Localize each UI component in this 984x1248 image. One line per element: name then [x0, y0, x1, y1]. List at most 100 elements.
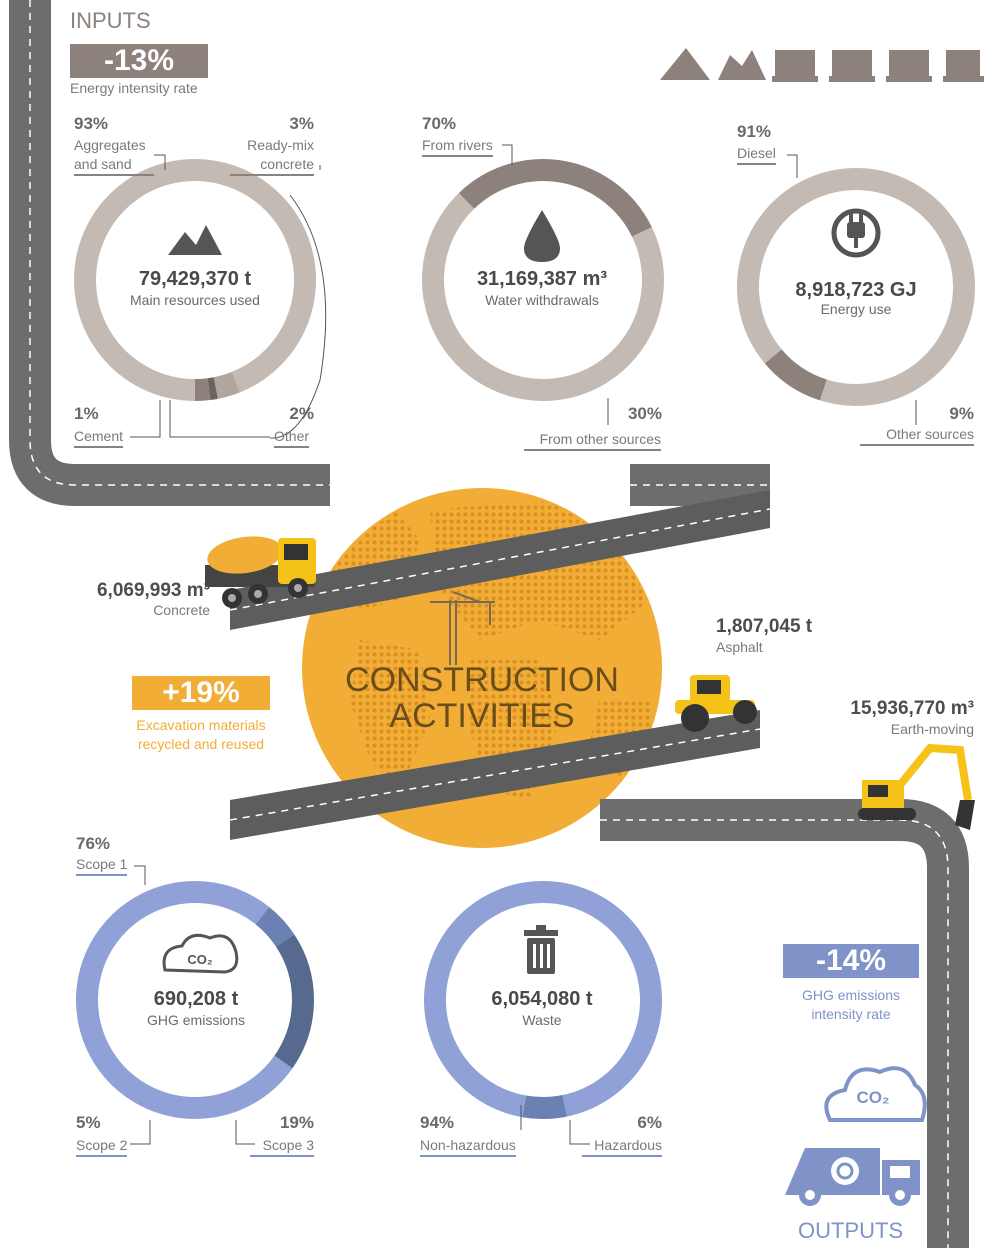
- water-value: 31,169,387 m³: [476, 268, 608, 290]
- recycling-truck-icon: [785, 1148, 920, 1206]
- hazardous-pct: 6%: [637, 1113, 662, 1132]
- water-label: Water withdrawals: [485, 292, 599, 308]
- donut-segment-from-other-sources: [458, 159, 652, 237]
- waste-label: Waste: [522, 1012, 562, 1028]
- concrete-label: Concrete: [153, 602, 210, 618]
- pallet-icon-2: [829, 50, 875, 82]
- donut-hole: [100, 185, 290, 375]
- outputs-heading: OUTPUTS: [798, 1218, 904, 1243]
- road-diagonal-upper: [229, 490, 771, 630]
- ghg-intensity-value: -14%: [783, 944, 919, 978]
- road-diagonal-lower: [229, 710, 761, 840]
- scope2-pct: 5%: [76, 1113, 101, 1132]
- leader-lines: [130, 144, 917, 1145]
- donut-waste: [424, 881, 662, 1119]
- resources-value: 79,429,370 t: [138, 268, 252, 290]
- donut-segment-scope-3: [274, 934, 314, 1069]
- co2-cloud-outline-icon: [824, 1066, 927, 1122]
- donut-segment-scope-1: [76, 881, 293, 1119]
- diesel-pct: 91%: [737, 122, 772, 141]
- donut-segment-ready-mix-concrete: [213, 371, 240, 399]
- scope1-pct: 76%: [76, 834, 111, 853]
- outputs-co2-text: CO₂: [856, 1088, 890, 1107]
- donut-segment-cement: [207, 377, 218, 401]
- cement-pct: 1%: [74, 404, 99, 423]
- scope2-label: Scope 2: [76, 1136, 128, 1157]
- plug-icon: [831, 208, 881, 258]
- pallet-icon-1: [772, 50, 818, 82]
- donut-segment-other-sources: [764, 349, 827, 401]
- asphalt-value: 1,807,045 t: [716, 616, 813, 637]
- inputs-heading: INPUTS: [70, 8, 151, 33]
- scope1-label: Scope 1: [76, 855, 128, 876]
- ready-mix-label: Ready-mix concrete: [230, 136, 314, 176]
- water-drop-icon: [524, 210, 560, 262]
- aggregates-pct: 93%: [74, 114, 109, 133]
- other-pct: 2%: [289, 404, 314, 423]
- construction-title: CONSTRUCTION ACTIVITIES: [332, 662, 632, 734]
- scope3-label: Scope 3: [250, 1136, 314, 1157]
- other-water-label: From other sources: [524, 430, 661, 451]
- mountain-icon: [168, 225, 222, 255]
- energy-label: Energy use: [820, 301, 892, 317]
- energy-intensity-label: Energy intensity rate: [70, 80, 198, 96]
- other-label: Other: [274, 427, 310, 448]
- rivers-label: From rivers: [422, 136, 493, 157]
- ready-mix-pct: 3%: [289, 114, 314, 133]
- crane-icon: [430, 591, 495, 665]
- donut-segment-other: [194, 378, 211, 401]
- energy-intensity-value: -13%: [70, 44, 208, 78]
- road-top: [9, 0, 770, 506]
- energy-value: 8,918,723 GJ: [795, 279, 917, 301]
- pallet-icon-4: [943, 50, 984, 82]
- ghg-intensity-label-line1: GHG emissions: [801, 987, 901, 1003]
- non-hazardous-pct: 94%: [420, 1113, 455, 1132]
- pallet-icon-3: [886, 50, 932, 82]
- donut-energy-use: [737, 168, 975, 406]
- donut-segment-from-rivers: [422, 192, 664, 401]
- ghg-label: GHG emissions: [146, 1012, 246, 1028]
- donut-water-withdrawals: [422, 159, 664, 401]
- recycled-label-line1: Excavation materials: [136, 717, 266, 733]
- other-water-pct: 30%: [627, 404, 662, 423]
- donut-segment-diesel: [737, 168, 975, 406]
- donut-segment-non-hazardous: [424, 881, 662, 1118]
- waste-value: 6,054,080 t: [491, 988, 593, 1010]
- non-hazardous-label: Non-hazardous: [420, 1136, 516, 1157]
- scope3-pct: 19%: [279, 1113, 314, 1132]
- donut-hole: [448, 185, 638, 375]
- ghg-value: 690,208 t: [153, 988, 239, 1010]
- construction-title-line1: CONSTRUCTION: [345, 661, 619, 699]
- donut-hole: [450, 907, 636, 1093]
- rivers-pct: 70%: [422, 114, 457, 133]
- road-bottom: [600, 799, 969, 1248]
- rocks-icon: [718, 50, 766, 80]
- donut-main-resources: [74, 159, 316, 401]
- recycled-value: +19%: [132, 676, 270, 710]
- hazardous-label: Hazardous: [582, 1136, 662, 1157]
- other-energy-pct: 9%: [949, 404, 974, 423]
- aggregates-label: Aggregates and sand: [74, 136, 154, 176]
- donut-segment-scope-2: [255, 907, 295, 947]
- concrete-value: 6,069,993 m³: [96, 580, 210, 601]
- ghg-intensity-label: GHG emissions intensity rate: [770, 986, 932, 1024]
- materials-icon-row: [660, 48, 984, 82]
- diesel-label: Diesel: [737, 144, 776, 165]
- concrete-truck-icon: [205, 536, 316, 608]
- co2-icon-text: CO₂: [187, 952, 213, 967]
- donut-hole: [102, 907, 288, 1093]
- cement-label: Cement: [74, 427, 124, 448]
- resources-label: Main resources used: [130, 292, 260, 308]
- donut-ghg-emissions: [76, 881, 314, 1119]
- road-roller-icon: [675, 675, 757, 732]
- excavator-icon: [858, 743, 975, 830]
- donut-segment-hazardous: [522, 1094, 567, 1119]
- earth-moving-value: 15,936,770 m³: [850, 698, 974, 719]
- other-energy-label: Other sources: [860, 425, 974, 446]
- sand-pile-icon: [660, 48, 710, 80]
- construction-title-line2: ACTIVITIES: [389, 697, 575, 735]
- earth-moving-label: Earth-moving: [890, 721, 974, 737]
- co2-cloud-icon: [162, 933, 239, 974]
- trash-icon: [524, 925, 558, 974]
